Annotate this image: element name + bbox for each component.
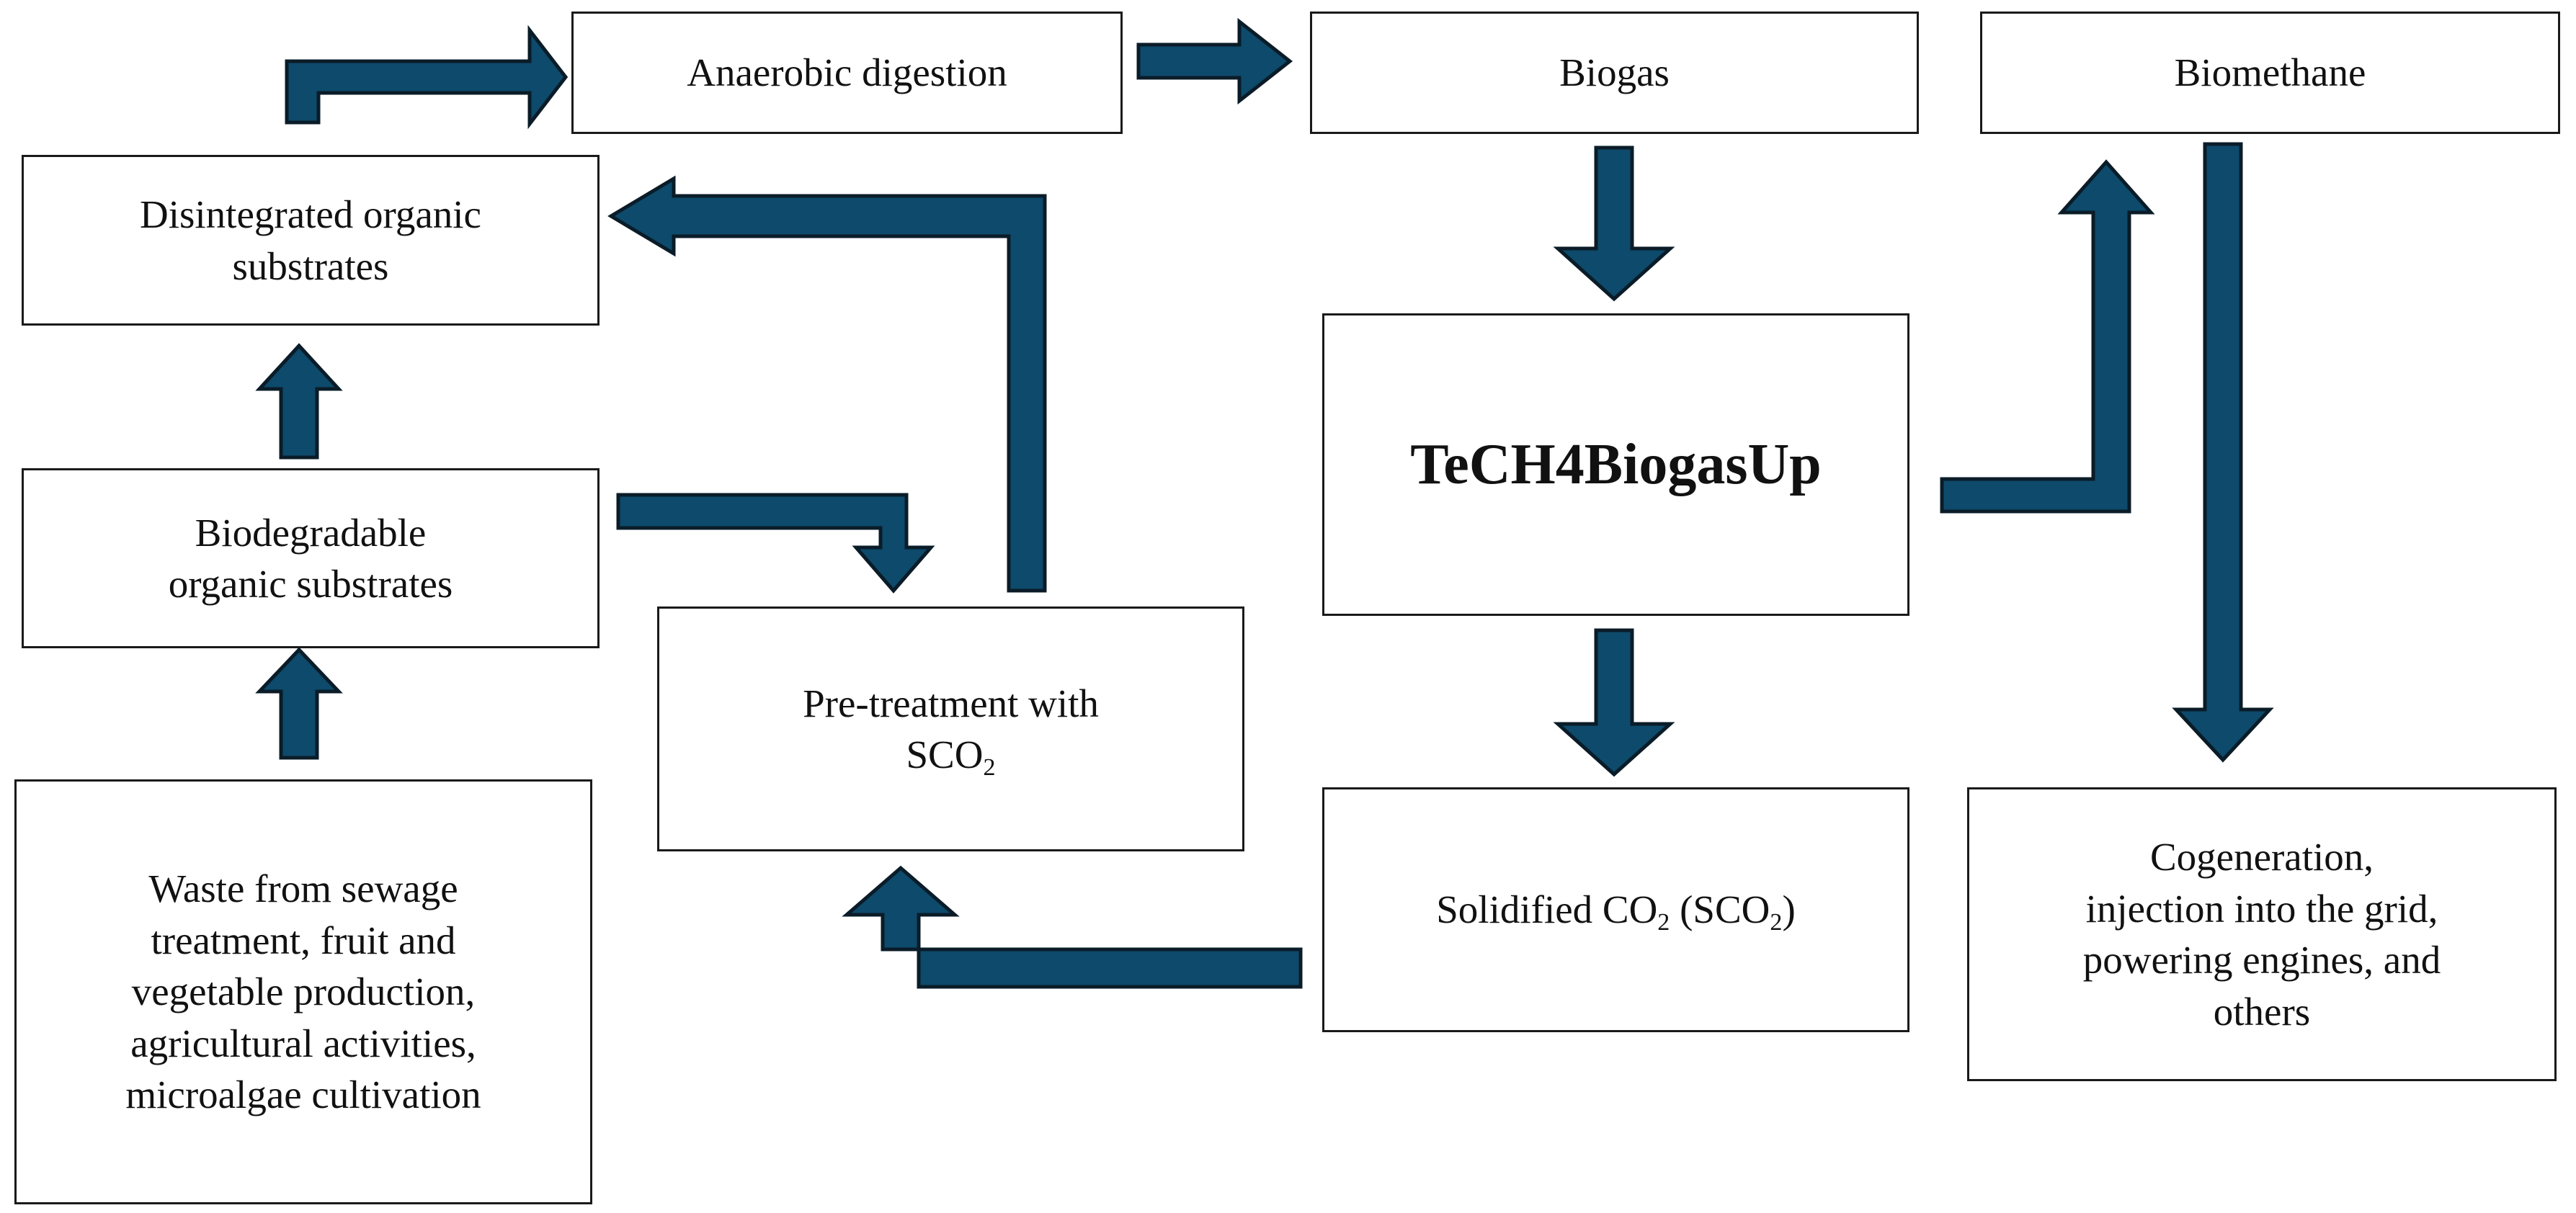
node-waste-line: microalgae cultivation (125, 1073, 481, 1117)
arrow-biodegradable-to-pretreatment (616, 493, 935, 594)
node-anaerobic-digestion: Anaerobic digestion (571, 12, 1123, 134)
node-cogeneration-line: Cogeneration, (2149, 835, 2374, 879)
arrow-biodegradable-to-disintegrated (255, 343, 343, 460)
arrow-tech4-to-solidified (1553, 628, 1675, 777)
node-disintegrated-line1: Disintegrated organic (140, 192, 481, 236)
node-solidified-co2: Solidified CO2 (SCO2) (1322, 787, 1909, 1032)
arrow-disintegrated-to-anaerobic (285, 24, 569, 130)
node-solidified-label: Solidified CO2 (SCO2) (1436, 884, 1796, 936)
arrow-anaerobic-to-biogas (1136, 17, 1293, 105)
node-biogas: Biogas (1310, 12, 1919, 134)
node-pretreatment-line2: SCO2 (803, 729, 1099, 781)
arrow-tech4-to-biomethane (1940, 159, 2155, 514)
node-solidified-part2: (SCO (1670, 887, 1770, 932)
node-tech4biogasup: TeCH4BiogasUp (1322, 313, 1909, 616)
node-cogeneration: Cogeneration, injection into the grid, p… (1967, 787, 2557, 1081)
node-biogas-label: Biogas (1559, 50, 1670, 95)
arrow-solidified-to-pretreatment (842, 865, 1303, 989)
node-waste-line: treatment, fruit and (151, 918, 456, 962)
node-disintegrated-line2: substrates (232, 243, 389, 288)
node-cogeneration-line: powering engines, and (2082, 938, 2441, 982)
node-tech4biogasup-label: TeCH4BiogasUp (1410, 433, 1822, 496)
node-solidified-part1: Solidified CO (1436, 887, 1658, 932)
node-anaerobic-digestion-label: Anaerobic digestion (687, 50, 1007, 95)
node-waste-line: agricultural activities, (130, 1021, 476, 1065)
node-cogeneration-line: injection into the grid, (2085, 886, 2438, 931)
node-solidified-sub2: 2 (1770, 908, 1783, 936)
node-biodegradable-line2: organic substrates (168, 562, 453, 606)
node-cogeneration-line: others (2213, 989, 2311, 1034)
node-waste-line: vegetable production, (131, 970, 476, 1014)
node-pretreatment: Pre-treatment with SCO2 (657, 606, 1244, 851)
node-biomethane: Biomethane (1980, 12, 2560, 134)
node-disintegrated-substrates: Disintegrated organic substrates (22, 155, 600, 326)
node-biomethane-label: Biomethane (2174, 50, 2366, 95)
arrow-pretreatment-to-disintegrated (607, 175, 1047, 593)
node-waste-line: Waste from sewage (148, 867, 458, 911)
arrow-waste-to-biodegradable (255, 647, 343, 760)
node-biodegradable-substrates: Biodegradable organic substrates (22, 468, 600, 648)
arrow-biomethane-to-cogeneration (2172, 142, 2274, 763)
arrow-biogas-to-tech4 (1553, 146, 1675, 302)
node-waste-sources: Waste from sewage treatment, fruit and v… (14, 779, 592, 1204)
node-solidified-sub1: 2 (1657, 908, 1670, 936)
node-pretreatment-sub: 2 (983, 753, 996, 781)
node-pretreatment-line1: Pre-treatment with (803, 681, 1099, 725)
node-pretreatment-sco: SCO (906, 733, 984, 776)
node-biodegradable-line1: Biodegradable (195, 510, 427, 555)
node-solidified-part3: ) (1782, 887, 1796, 932)
